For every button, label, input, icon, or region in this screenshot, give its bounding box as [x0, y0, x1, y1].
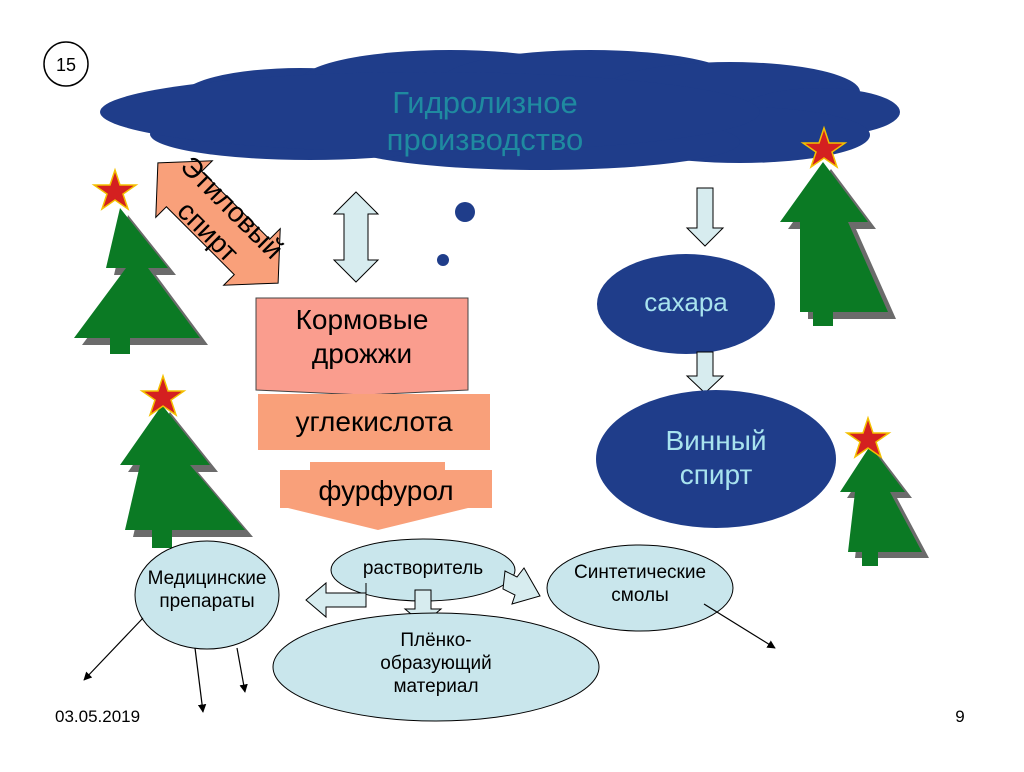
line-arrow-resins: [703, 603, 776, 649]
carbon-dioxide-label: углекислота: [295, 406, 453, 437]
synthetic-resins-label: Синтетические смолы: [573, 562, 707, 606]
arrow-to-medicines: [305, 581, 367, 619]
carbon-dioxide-box: [258, 394, 490, 450]
fodder-yeast-box: [255, 297, 469, 396]
star-icon-right-top: [800, 125, 848, 169]
arrow-to-sugars: [685, 187, 725, 247]
tree-left-top: [48, 208, 208, 354]
cloud-shape: [100, 50, 900, 170]
star-icon-left-bottom: [139, 373, 187, 417]
film-forming-label: Плёнко-образующий материал: [380, 630, 492, 697]
medicines-ellipse: [134, 540, 280, 650]
solvent-label: растворитель: [362, 558, 484, 579]
fodder-yeast-label: Кормовые дрожжи: [295, 304, 429, 369]
line-arrow-medicines-3: [236, 647, 248, 693]
arrow-to-resins: [502, 567, 541, 605]
wine-alcohol-label: Винный спирт: [665, 425, 767, 490]
film-forming-ellipse: [272, 612, 600, 722]
tree-left-bottom: [95, 405, 253, 548]
double-arrow-vertical: [332, 191, 380, 283]
bubble-large: [455, 202, 475, 222]
line-arrow-medicines-1: [83, 617, 144, 681]
slide-number-text: 15: [56, 55, 76, 75]
arrow-to-wine-alcohol: [685, 351, 725, 394]
page-number: 9: [955, 707, 965, 726]
bubble-small: [437, 254, 449, 266]
line-arrow-medicines-2: [194, 647, 207, 713]
furfural-arrow: [280, 462, 492, 530]
tree-right-top: [768, 162, 896, 326]
furfural-label: фурфурол: [318, 475, 454, 506]
medicines-label: Медицинские препараты: [147, 568, 267, 612]
synthetic-resins-ellipse: [546, 544, 734, 632]
star-icon-left-top: [91, 167, 139, 211]
slide-date: 03.05.2019: [55, 707, 141, 726]
tree-right-bottom: [822, 446, 929, 566]
slide-number-badge: [43, 41, 89, 87]
source-title: Гидролизное производство: [386, 85, 584, 158]
ethyl-alcohol-arrow: [155, 160, 281, 286]
sugars-label: сахара: [644, 287, 728, 317]
star-icon-right-bottom: [844, 415, 892, 459]
wine-alcohol-ellipse: [596, 390, 836, 528]
sugars-ellipse: [597, 254, 775, 354]
